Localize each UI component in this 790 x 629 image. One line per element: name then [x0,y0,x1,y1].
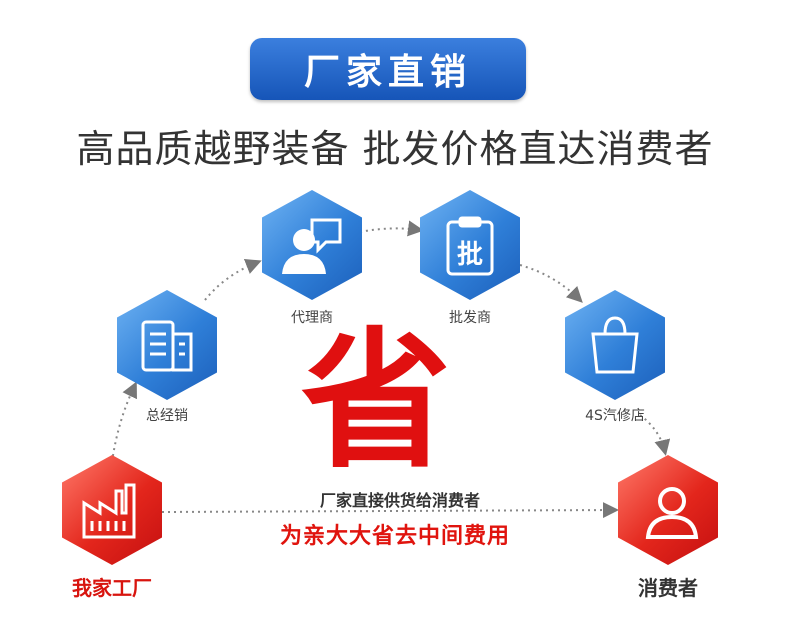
user-icon [645,487,699,539]
general-agent-hex [117,290,217,400]
svg-text:批: 批 [457,240,483,270]
direct-supply-text: 厂家直接供货给消费者 [319,491,480,510]
wholesale-icon: 批 [446,216,494,276]
bag-icon [591,316,639,374]
building-icon [141,320,193,372]
subtitle: 高品质越野装备 批发价格直达消费者 [76,127,714,171]
banner-title: 厂家直销 [250,38,526,100]
user-chat-icon [282,218,342,274]
dealer-hex [565,290,665,400]
factory-label: 我家工厂 [72,576,152,600]
dealer-label: 4S汽修店 [585,408,645,424]
factory-icon [82,483,136,539]
save-character: 省 [300,315,451,489]
agent-label: 代理商 [291,310,333,326]
consumer-label: 消费者 [638,576,698,600]
general-agent-label: 总经销 [146,408,188,424]
save-cost-text: 为亲大大省去中间费用 [279,524,510,549]
wholesaler-label: 批发商 [449,310,491,326]
